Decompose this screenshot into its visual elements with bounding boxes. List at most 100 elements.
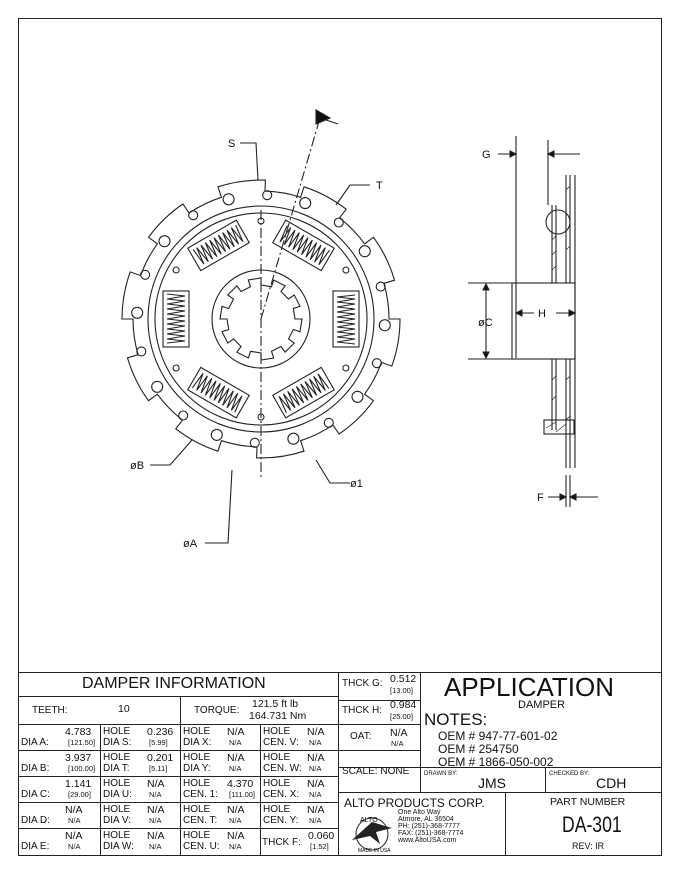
- rim-hole: [299, 197, 312, 210]
- cell-value: N/A: [307, 778, 325, 790]
- teeth-value: 10: [118, 703, 130, 715]
- cell-value: N/A: [227, 804, 245, 816]
- info-title: DAMPER INFORMATION: [82, 675, 266, 692]
- notes-label: NOTES:: [424, 710, 488, 729]
- cell-label-bottom: CEN. X:: [263, 789, 300, 800]
- plate-hole: [172, 266, 180, 274]
- cell-metric: [29.00]: [68, 790, 91, 799]
- address-line: www.AltoUSA.com: [398, 837, 457, 844]
- cell-label-bottom: CEN. T:: [183, 815, 218, 826]
- cell-label-top: HOLE: [103, 726, 131, 737]
- rim-hole: [262, 190, 273, 201]
- label-c: øC: [478, 317, 493, 329]
- leader-one: [315, 459, 350, 484]
- cell-label-bottom: DIA W:: [103, 841, 134, 852]
- leader-t: [335, 184, 370, 206]
- cell-label-bottom: DIA U:: [103, 789, 132, 800]
- side-rivet: [545, 209, 571, 235]
- application-title: APPLICATION: [444, 672, 615, 702]
- cell-label-top: HOLE: [103, 778, 131, 789]
- damper-spring: [162, 290, 190, 348]
- address-line: One Alto Way: [398, 809, 441, 816]
- leader-a: [205, 469, 233, 544]
- cell-value: N/A: [227, 726, 245, 738]
- rim-hole: [358, 245, 371, 258]
- cell-label-bottom: CEN. 1:: [183, 789, 219, 800]
- rim-hole: [371, 358, 382, 369]
- plate-hole: [342, 364, 350, 372]
- cell-metric: N/A: [229, 816, 242, 825]
- cell-metric: N/A: [309, 764, 322, 773]
- note-1: OEM # 947-77-601-02: [438, 729, 558, 743]
- revision: REV: IR: [572, 841, 605, 851]
- plate-hole: [342, 266, 350, 274]
- checked-by-label: CHECKED BY:: [549, 771, 590, 777]
- cell-metric: N/A: [229, 842, 242, 851]
- cell-value: N/A: [65, 830, 83, 842]
- cell-metric: N/A: [149, 790, 162, 799]
- oat-value: N/A: [390, 727, 408, 739]
- application-subtitle: DAMPER: [518, 699, 566, 711]
- address-line: Atmore, AL 36504: [398, 816, 454, 823]
- drawn-by-value: JMS: [478, 775, 506, 791]
- cell-metric: N/A: [68, 842, 81, 851]
- cell-label-bottom: DIA X:: [183, 737, 212, 748]
- rim-holes: [131, 190, 391, 448]
- rim-hole: [178, 410, 189, 421]
- thck-g-metric: [13.00]: [390, 686, 413, 695]
- label-g: G: [482, 149, 491, 161]
- rim-hole: [222, 193, 235, 206]
- thck-g-value: 0.512: [390, 673, 417, 685]
- cell-label-bottom: DIA V:: [103, 815, 131, 826]
- thck-h-value: 0.984: [390, 699, 417, 711]
- label-h: H: [538, 308, 546, 320]
- cell-label-bottom: DIA T:: [103, 763, 130, 774]
- cell-metric: N/A: [229, 764, 242, 773]
- cell-label-top: HOLE: [183, 778, 211, 789]
- rim-hole: [287, 432, 300, 445]
- cell-value: 4.370: [227, 778, 254, 790]
- label-one: ø1: [350, 478, 363, 490]
- rim-hole: [378, 319, 391, 332]
- cell-label-bottom: CEN. Y:: [263, 815, 299, 826]
- damper-spring: [186, 366, 251, 419]
- cell-label-bottom: DIA S:: [103, 737, 132, 748]
- drawing-frame: [18, 18, 662, 856]
- cell-label-bottom: CEN. V:: [263, 737, 299, 748]
- cell-metric: [5.99]: [149, 738, 168, 747]
- rim-hole: [249, 437, 260, 448]
- cell-label: DIA E:: [21, 841, 50, 852]
- thck-h-label: THCK H:: [342, 705, 382, 716]
- company-name: ALTO PRODUCTS CORP.: [344, 796, 485, 810]
- cell-label-bottom: DIA Y:: [183, 763, 211, 774]
- part-number-label: PART NUMBER: [550, 796, 626, 808]
- side-bottom-block: [543, 419, 575, 435]
- alto-logo: ALTO MADE IN USA: [352, 817, 392, 854]
- rim-hole: [131, 306, 144, 319]
- cell-value: 0.201: [147, 752, 174, 764]
- cell-label-top: HOLE: [103, 804, 131, 815]
- cell-label-top: HOLE: [263, 726, 291, 737]
- cell-value: 4.783: [65, 726, 92, 738]
- rim-hole: [375, 281, 386, 292]
- label-f: F: [537, 492, 544, 504]
- cell-metric: [121.50]: [68, 738, 96, 747]
- cell-label-top: HOLE: [183, 726, 211, 737]
- cell-value: N/A: [147, 804, 165, 816]
- cell-label-top: HOLE: [103, 752, 131, 763]
- checked-by-value: CDH: [596, 775, 627, 791]
- leader-s: [240, 142, 259, 181]
- torque-nm: 164.731 Nm: [249, 710, 307, 722]
- cell-label-top: HOLE: [183, 752, 211, 763]
- cell-metric: N/A: [149, 842, 162, 851]
- cell-label-bottom: CEN. U:: [183, 841, 220, 852]
- svg-text:ALTO: ALTO: [360, 817, 378, 824]
- cell-value: N/A: [147, 778, 165, 790]
- cell-label: DIA C:: [21, 789, 50, 800]
- cell-label-top: HOLE: [103, 830, 131, 841]
- plate-hole: [172, 364, 180, 372]
- rim-hole: [333, 217, 344, 228]
- rim-hole: [151, 380, 164, 393]
- cell-label: DIA A:: [21, 737, 49, 748]
